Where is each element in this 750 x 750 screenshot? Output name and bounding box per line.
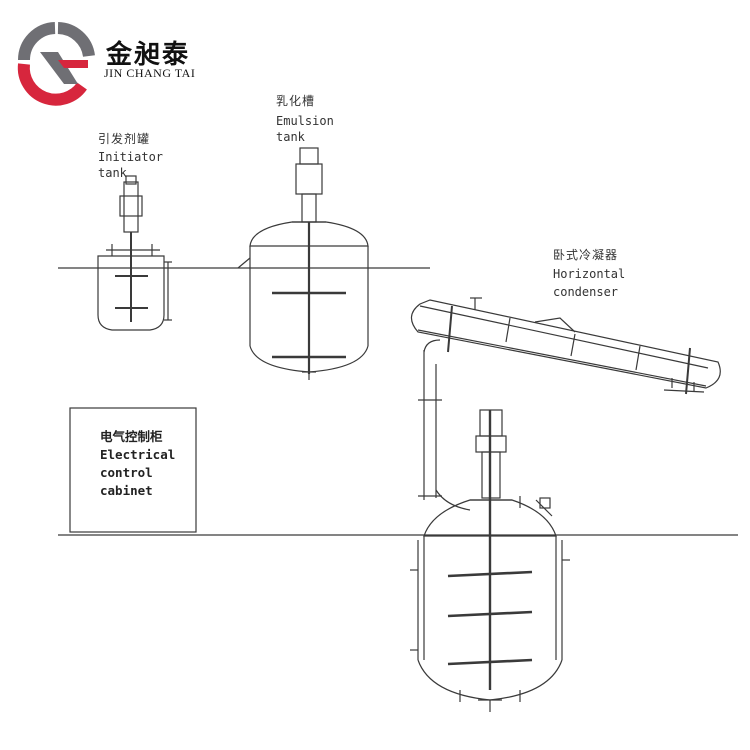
initiator-tank-label-en1: Initiator bbox=[98, 150, 164, 164]
emulsion-tank-label-en2: tank bbox=[276, 130, 305, 144]
main-reactor bbox=[410, 409, 570, 712]
condenser-label-en2: condenser bbox=[553, 285, 619, 299]
cabinet-label-en1: Electrical bbox=[100, 447, 176, 462]
brand-logo-icon bbox=[17, 22, 95, 106]
cabinet-label-en3: cabinet bbox=[100, 483, 153, 498]
initiator-tank bbox=[97, 175, 172, 331]
vapor-pipe bbox=[418, 339, 471, 511]
electrical-cabinet bbox=[69, 407, 197, 533]
cabinet-label-cn: 电气控制柜 bbox=[100, 429, 163, 444]
condenser-label-cn: 卧式冷凝器 bbox=[553, 248, 619, 262]
horizontal-condenser bbox=[410, 297, 721, 395]
initiator-tank-label-cn: 引发剂罐 bbox=[98, 132, 151, 146]
emulsion-tank-label-en1: Emulsion bbox=[276, 114, 334, 128]
brand-name-en: JIN CHANG TAI bbox=[104, 66, 196, 80]
cabinet-label-en2: control bbox=[100, 465, 153, 480]
brand-name-cn: 金昶泰 bbox=[106, 40, 191, 70]
emulsion-tank-label-cn: 乳化槽 bbox=[276, 94, 316, 108]
emulsion-tank bbox=[237, 147, 369, 380]
initiator-tank-label-en2: tank bbox=[98, 166, 127, 180]
condenser-label-en1: Horizontal bbox=[553, 267, 626, 281]
